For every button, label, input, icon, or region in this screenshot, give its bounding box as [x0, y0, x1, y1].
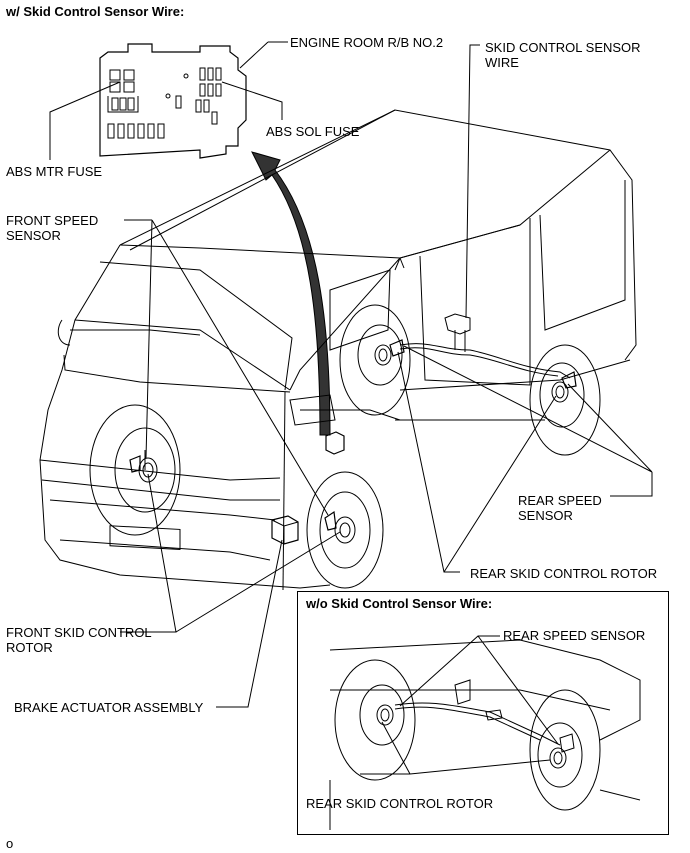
abs-sol-fuse-label: ABS SOL FUSE [266, 124, 360, 139]
relay-block [99, 43, 247, 159]
sensor-wire-harness [399, 313, 571, 379]
brake-actuator-assembly-label: BRAKE ACTUATOR ASSEMBLY [14, 700, 204, 715]
footer-mark: o [6, 836, 14, 851]
front-left-wheel [89, 404, 181, 536]
inset-title: w/o Skid Control Sensor Wire: [306, 596, 493, 611]
abs-mtr-fuse-label: ABS MTR FUSE [6, 164, 103, 179]
location-arrow [251, 151, 331, 436]
front-right-wheel [306, 471, 384, 589]
rear-skid-control-rotor-label: REAR SKID CONTROL ROTOR [470, 566, 658, 581]
engine-rb-on-van [325, 431, 345, 455]
brake-actuator [271, 515, 299, 545]
front-skid-control-rotor-label: FRONT SKID CONTROL ROTOR [6, 625, 152, 655]
inset-rear-speed-sensor-label: REAR SPEED SENSOR [503, 628, 646, 643]
inset-panel [297, 591, 669, 835]
rear-speed-sensor-label: REAR SPEED SENSOR [518, 493, 602, 523]
van-body [39, 109, 637, 591]
engine-room-rb-label: ENGINE ROOM R/B NO.2 [290, 35, 444, 50]
front-speed-sensor-label: FRONT SPEED SENSOR [6, 213, 99, 243]
inset-rear-skid-control-rotor-label: REAR SKID CONTROL ROTOR [306, 796, 494, 811]
inset-illustration [329, 639, 641, 830]
rear-right-wheel [529, 344, 601, 456]
diagram-title: w/ Skid Control Sensor Wire: [6, 4, 185, 19]
leader-lines [49, 41, 653, 708]
inset-leader-lines [360, 635, 559, 775]
rear-left-wheel [339, 304, 411, 416]
skid-control-sensor-wire-label: SKID CONTROL SENSOR WIRE [485, 40, 641, 70]
